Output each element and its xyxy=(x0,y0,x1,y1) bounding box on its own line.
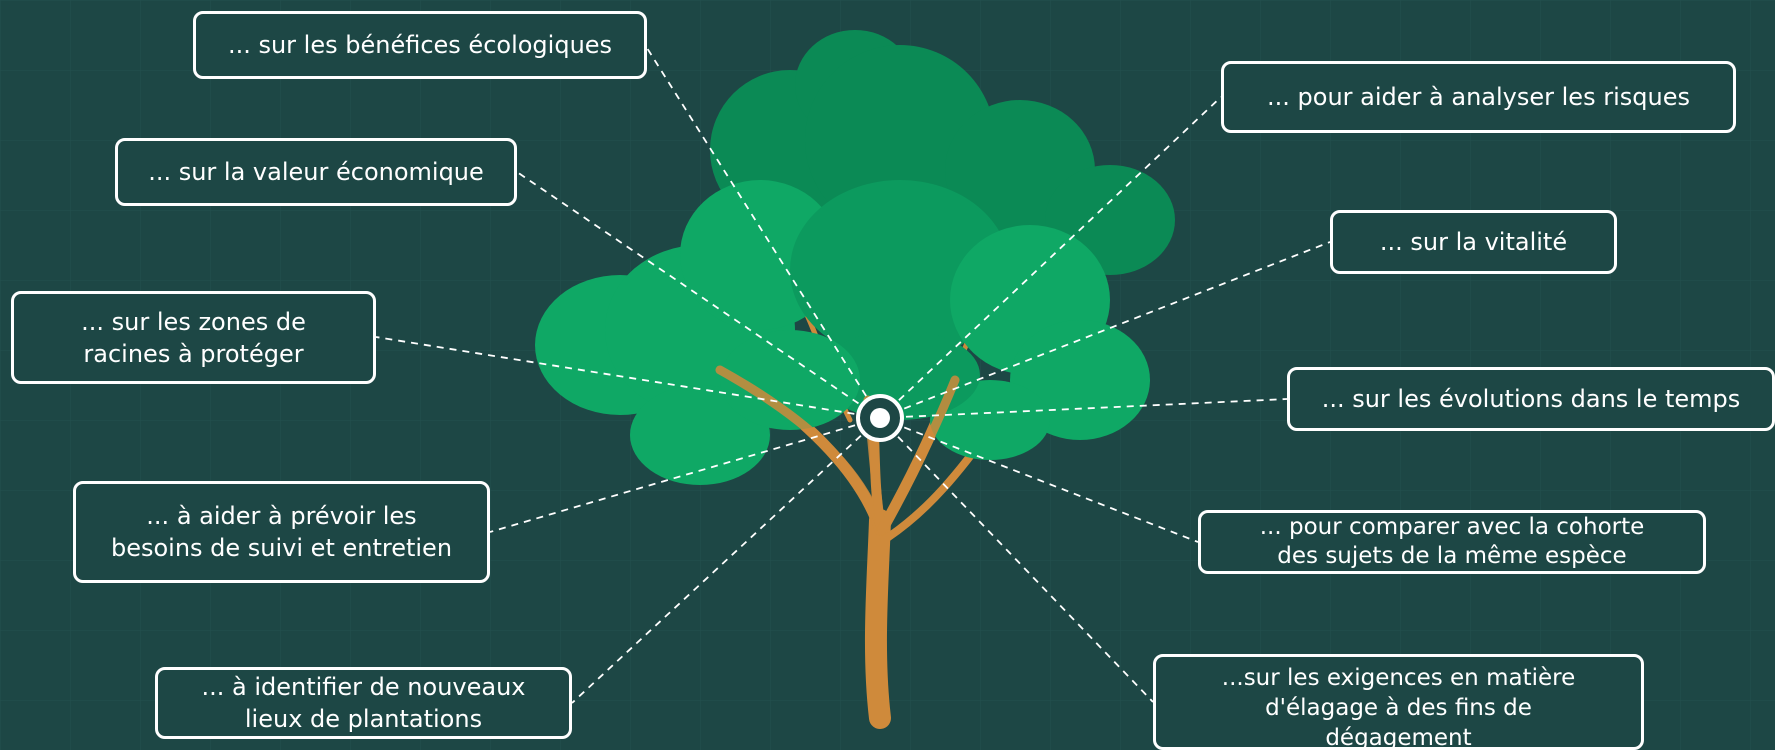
label-evolutions-temps: ... sur les évolutions dans le temps xyxy=(1287,367,1775,431)
label-suivi-entretien: ... à aider à prévoir les besoins de sui… xyxy=(73,481,490,583)
label-exigences-elagage: ...sur les exigences en matière d'élagag… xyxy=(1153,654,1644,750)
label-comparer-cohorte: ... pour comparer avec la cohorte des su… xyxy=(1198,510,1706,574)
label-vitalite: ... sur la vitalité xyxy=(1330,210,1617,274)
label-zones-racines: ... sur les zones de racines à protéger xyxy=(11,291,376,384)
center-target-icon xyxy=(856,394,904,442)
label-valeur-economique: ... sur la valeur économique xyxy=(115,138,517,206)
label-nouveaux-lieux: ... à identifier de nouveaux lieux de pl… xyxy=(155,667,572,739)
tree-foliage xyxy=(535,30,1175,485)
connector-lines xyxy=(375,47,1331,704)
label-benefices-ecologiques: ... sur les bénéfices écologiques xyxy=(193,11,647,79)
label-analyser-risques: ... pour aider à analyser les risques xyxy=(1221,61,1736,133)
